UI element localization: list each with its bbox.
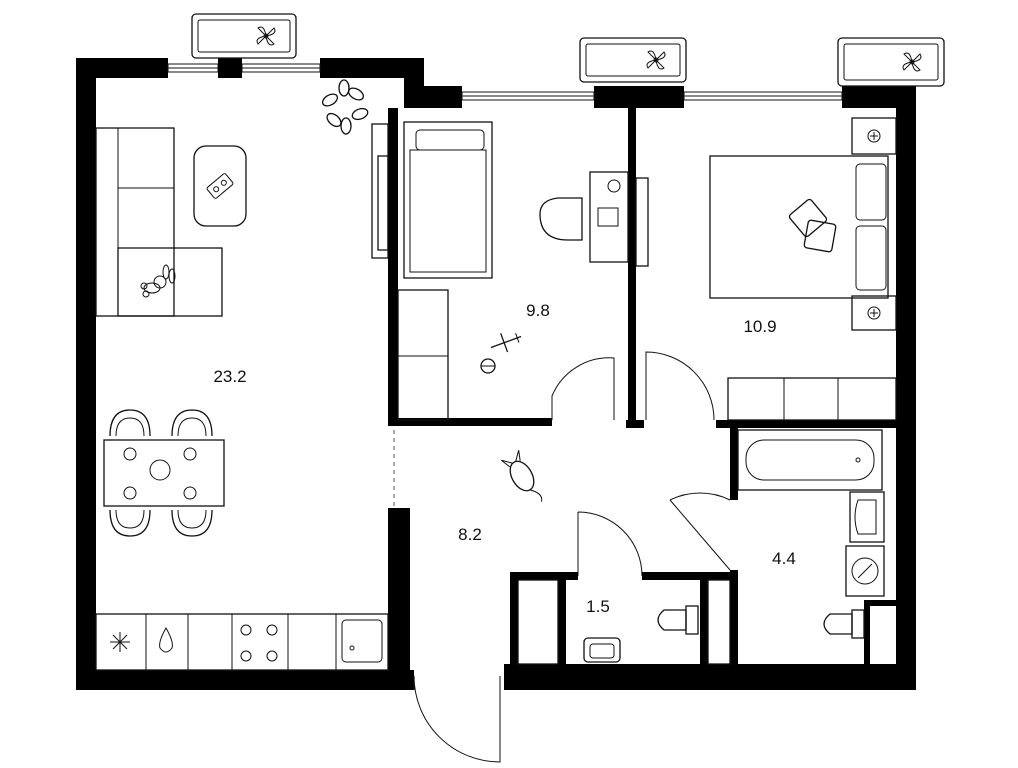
wc-cabinet	[707, 579, 731, 665]
toy-bunny-icon	[140, 264, 176, 298]
walls	[76, 58, 916, 690]
fridge-snowflake-icon	[110, 632, 130, 652]
double-bed-icon	[709, 155, 889, 299]
wall-living-child	[388, 108, 398, 424]
bathtub-icon	[737, 429, 883, 491]
chair-icon	[109, 509, 151, 537]
tv-unit	[371, 123, 389, 259]
wall-wc-top-b	[642, 572, 734, 580]
child-furniture	[397, 121, 629, 421]
wall-child-bottom	[388, 418, 552, 426]
door-bedroom[interactable]	[645, 351, 715, 421]
sink-icon	[583, 637, 621, 663]
bathroom-items	[737, 429, 885, 639]
nightstand-icon	[851, 117, 897, 155]
kitchen-sink-icon	[341, 619, 383, 663]
wall-top-living-b	[218, 58, 242, 78]
toilet-room	[517, 579, 731, 665]
wall-wc-top-a	[510, 572, 578, 580]
tv-icon	[635, 177, 649, 267]
wall-post	[626, 420, 644, 428]
chair-icon	[171, 509, 213, 537]
wardrobe	[397, 289, 449, 421]
hallway-items	[413, 450, 731, 763]
wall-bath-niche-side	[864, 600, 870, 664]
wall-left	[76, 58, 96, 690]
wall-living-hall	[388, 508, 410, 670]
wardrobe	[727, 377, 897, 421]
pillow-icon	[803, 219, 837, 253]
room-area-label: 4.4	[772, 549, 796, 568]
room-area-label: 8.2	[458, 525, 482, 544]
chair-icon	[109, 409, 151, 437]
door-entrance[interactable]	[413, 675, 501, 763]
wall-wc-left-inner	[558, 572, 566, 670]
ball-icon	[480, 358, 496, 374]
door-toilet[interactable]	[577, 511, 643, 577]
door-bathroom[interactable]	[669, 492, 731, 571]
wall-bottom-left	[76, 670, 414, 690]
wall-wc-left	[510, 572, 518, 670]
room-area-label: 1.5	[586, 597, 610, 616]
tv-icon	[377, 155, 389, 251]
wall-wc-right	[700, 572, 708, 670]
kitchen-counter	[95, 613, 389, 671]
bedroom-furniture	[635, 117, 897, 421]
wc-shelf	[517, 579, 559, 665]
chair-icon	[539, 197, 583, 241]
wall-top-child-a	[404, 86, 462, 108]
door-child[interactable]	[551, 357, 615, 420]
toy-plane-icon	[490, 333, 522, 353]
ac-unit-icon	[579, 37, 687, 83]
toilet-icon	[823, 609, 865, 639]
wall-bath-niche	[864, 600, 896, 606]
wall-bed-bottom	[716, 420, 896, 428]
windows	[167, 63, 843, 101]
ac-unit-icon	[191, 13, 297, 59]
wall-bottom-right	[504, 664, 916, 690]
stove-icon	[240, 624, 278, 662]
wall-top-child-b	[594, 86, 684, 108]
wall-bath-west-b	[730, 570, 738, 670]
sink-icon	[849, 491, 885, 543]
wall-bath-west-a	[730, 428, 738, 500]
pillow-icon	[788, 198, 828, 238]
toy-cat-icon	[501, 450, 543, 502]
toilet-icon	[657, 605, 699, 635]
plant-icon	[321, 79, 369, 135]
wall-right	[896, 86, 916, 690]
washing-machine-icon	[845, 545, 885, 597]
room-area-label: 10.9	[743, 317, 776, 336]
wall-top-living-c	[320, 58, 424, 78]
wall-top-living-a	[76, 58, 168, 78]
coffee-table-icon	[193, 145, 247, 227]
ac-unit-icon	[837, 37, 945, 87]
wall-child-bed	[628, 108, 636, 426]
room-area-label: 9.8	[526, 301, 550, 320]
desk-icon	[589, 171, 629, 263]
chair-icon	[171, 409, 213, 437]
bed-single-icon	[403, 121, 493, 279]
sofa-icon	[95, 127, 223, 317]
room-area-label: 23.2	[213, 367, 246, 386]
water-drop-icon	[159, 626, 173, 653]
dining-table	[103, 439, 225, 507]
living-furniture	[95, 79, 395, 671]
nightstand-icon	[851, 295, 897, 331]
ac-units	[191, 13, 945, 87]
